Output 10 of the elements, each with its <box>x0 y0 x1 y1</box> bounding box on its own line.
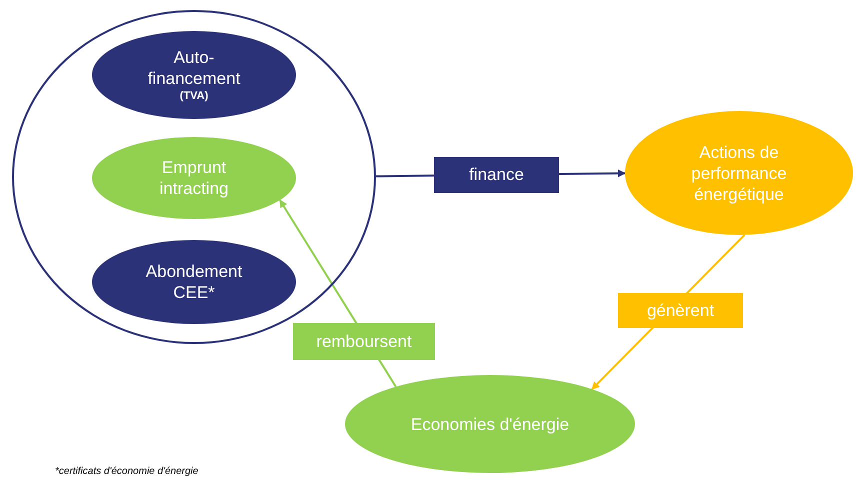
edge-label: remboursent <box>293 323 435 360</box>
node-label: Economies d'énergie <box>410 414 570 434</box>
node-label: Emprunt intracting <box>158 157 230 199</box>
footnote: *certificats d'économie d'énergie <box>55 466 198 477</box>
node-label: Abondement CEE* <box>144 261 244 303</box>
node-label: Auto- financement <box>146 47 242 89</box>
node-label: Actions de performance énergétique <box>690 142 788 204</box>
node-sublabel: (TVA) <box>180 89 208 103</box>
edge-label: finance <box>434 157 559 193</box>
edge-label: génèrent <box>618 293 743 328</box>
